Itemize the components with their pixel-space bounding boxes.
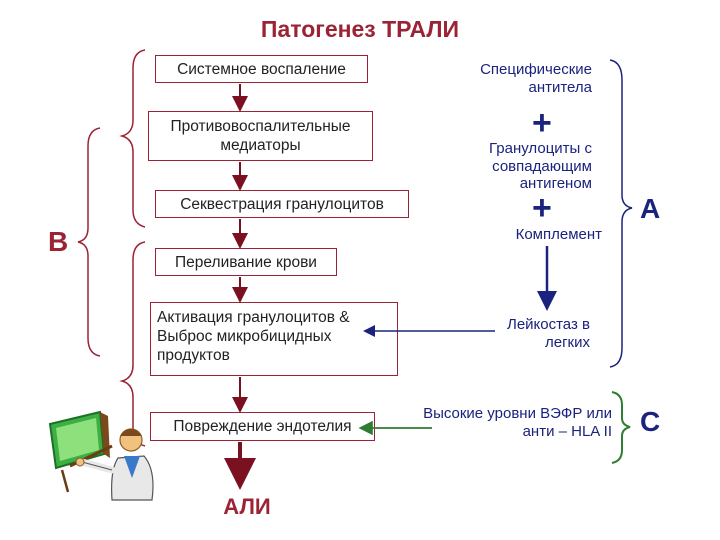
plus-sign-2: + xyxy=(532,189,552,227)
bracket-lower-left xyxy=(119,241,146,447)
granulocytes-with-antigen: Гранулоциты с совпадающим антигеном xyxy=(489,140,592,192)
label-a: A xyxy=(640,193,661,224)
box-proinflammatory-mediators: Противовоспалительные медиаторы xyxy=(148,111,373,161)
label-b: B xyxy=(48,226,69,257)
bracket-c xyxy=(611,391,631,464)
outcome-ali: АЛИ xyxy=(223,494,271,519)
bracket-b xyxy=(77,127,101,357)
plus-sign-1: + xyxy=(532,104,552,142)
specific-antibodies: Специфические антитела xyxy=(480,61,592,96)
teacher-pointing-at-board-icon xyxy=(48,410,154,501)
label-c: C xyxy=(640,406,661,437)
box-granulocyte-activation: Активация гранулоцитов & Выброс микробиц… xyxy=(150,302,398,376)
vegf-hla-text: Высокие уровни ВЭФР или анти – HLA II xyxy=(423,405,612,440)
box-systemic-inflammation: Системное воспаление xyxy=(155,55,368,83)
complement: Комплемент xyxy=(515,226,602,243)
box-granulocyte-sequestration: Секвестрация гранулоцитов xyxy=(155,190,409,218)
bracket-upper-left xyxy=(119,49,146,228)
leukostasis-in-lungs: Лейкостаз в легких xyxy=(506,316,590,351)
bracket-a xyxy=(609,59,633,368)
box-endothelial-damage: Повреждение эндотелия xyxy=(150,412,375,441)
box-blood-transfusion: Переливание крови xyxy=(155,248,337,276)
page-title: Патогенез ТРАЛИ xyxy=(260,16,460,42)
